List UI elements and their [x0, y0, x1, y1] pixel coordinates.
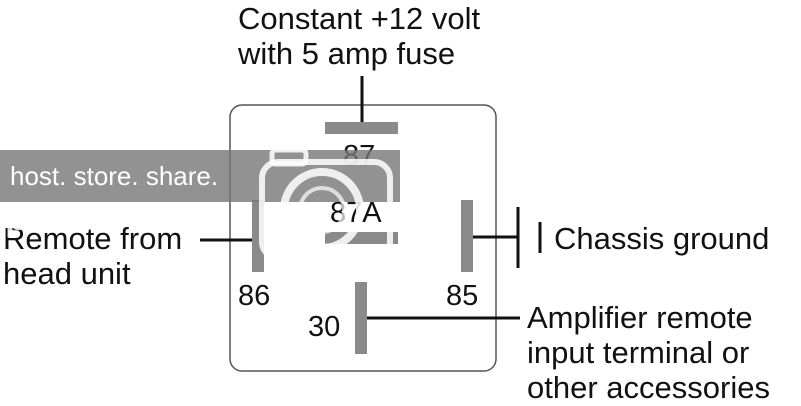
watermark: host. store. share. photobucket: [0, 147, 400, 261]
watermark-tagline: host. store. share.: [10, 161, 218, 191]
label-remote-line1: Remote from: [3, 221, 182, 256]
pin-85-terminal: [461, 200, 473, 272]
watermark-brand: photobucket: [5, 197, 221, 238]
pin-87-terminal: [325, 122, 398, 134]
label-amp-line3: other accessories: [527, 370, 770, 405]
label-amp-line1: Amplifier remote: [527, 300, 753, 335]
camera-icon: [259, 147, 393, 261]
label-chassis-ground: Chassis ground: [554, 221, 769, 256]
pin-30-terminal: [355, 282, 367, 354]
label-amp-line2: input terminal or: [527, 335, 749, 370]
pin-30-label: 30: [308, 311, 340, 343]
label-remote-line2: head unit: [3, 256, 131, 291]
pin-86-label: 86: [238, 280, 270, 312]
label-constant-line2: with 5 amp fuse: [237, 36, 455, 71]
label-constant-line1: Constant +12 volt: [238, 1, 481, 36]
pin-85-label: 85: [446, 280, 478, 312]
